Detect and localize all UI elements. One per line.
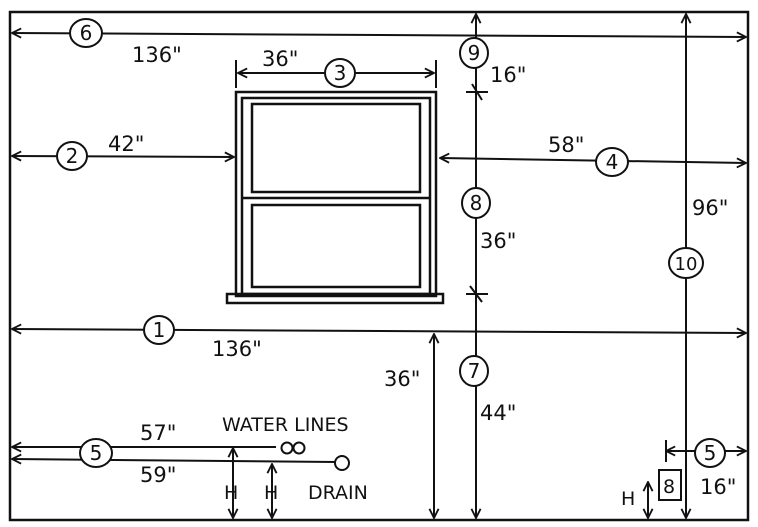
callout-5a-circle: [79, 438, 113, 468]
callout-2: 2: [66, 144, 79, 168]
callout-4: 4: [606, 150, 619, 174]
dim-7-36-value: 36": [384, 367, 420, 391]
callout-8: 8: [470, 191, 483, 215]
callout-5b: 5: [704, 441, 717, 465]
callout-3-circle: [324, 58, 356, 88]
dim-1-value: 136": [212, 337, 262, 361]
dim-tick-9-8-b: [471, 83, 483, 101]
dim-9-value: 16": [490, 63, 526, 87]
callout-3: 3: [334, 61, 347, 85]
outlet-box: [658, 469, 682, 501]
dim-line-5-59: [12, 459, 337, 462]
callout-5a: 5: [90, 441, 103, 465]
dim-5-59-value: 59": [140, 463, 176, 487]
dim-tick-8-7-b: [469, 285, 483, 303]
window: [225, 90, 445, 305]
dim-10-value: 96": [692, 196, 728, 220]
dim-8-value: 36": [480, 229, 516, 253]
water-lines-label: WATER LINES: [222, 414, 349, 436]
water-line-pipe-2: [292, 441, 306, 455]
dim-line-2: [12, 156, 234, 157]
dim-5-57-value: 57": [140, 421, 176, 445]
h-label-3: H: [621, 488, 635, 510]
callout-2-circle: [56, 141, 88, 171]
dim-line-6: [12, 33, 746, 37]
callout-1: 1: [153, 318, 166, 342]
callout-8-circle: [461, 187, 491, 219]
dim-7-44-value: 44": [480, 401, 516, 425]
callout-6: 6: [80, 21, 93, 45]
callout-10: 10: [675, 254, 698, 275]
outlet-label: 8: [663, 476, 675, 498]
callout-7-circle: [459, 355, 489, 387]
dim-6-value: 136": [132, 43, 182, 67]
dim-4-value: 58": [548, 133, 584, 157]
callout-6-circle: [69, 18, 103, 48]
h-label-2: H: [264, 482, 278, 504]
drain-label: DRAIN: [308, 482, 368, 504]
callout-1-circle: [143, 315, 175, 345]
dim-3-value: 36": [262, 47, 298, 71]
h-label-1: H: [224, 482, 238, 504]
dim-5-16-value: 16": [700, 475, 736, 499]
callout-9-circle: [459, 37, 489, 69]
dim-line-1: [12, 329, 746, 333]
callout-5b-circle: [694, 438, 726, 468]
dim-line-4: [440, 158, 746, 163]
water-line-pipe-1: [280, 441, 294, 455]
callout-9: 9: [468, 41, 481, 65]
drain-pipe: [334, 455, 350, 471]
dim-2-value: 42": [108, 132, 144, 156]
wall-outline: [8, 10, 750, 522]
callout-10-circle: [668, 247, 704, 279]
callout-7: 7: [468, 359, 481, 383]
callout-4-circle: [595, 147, 629, 177]
